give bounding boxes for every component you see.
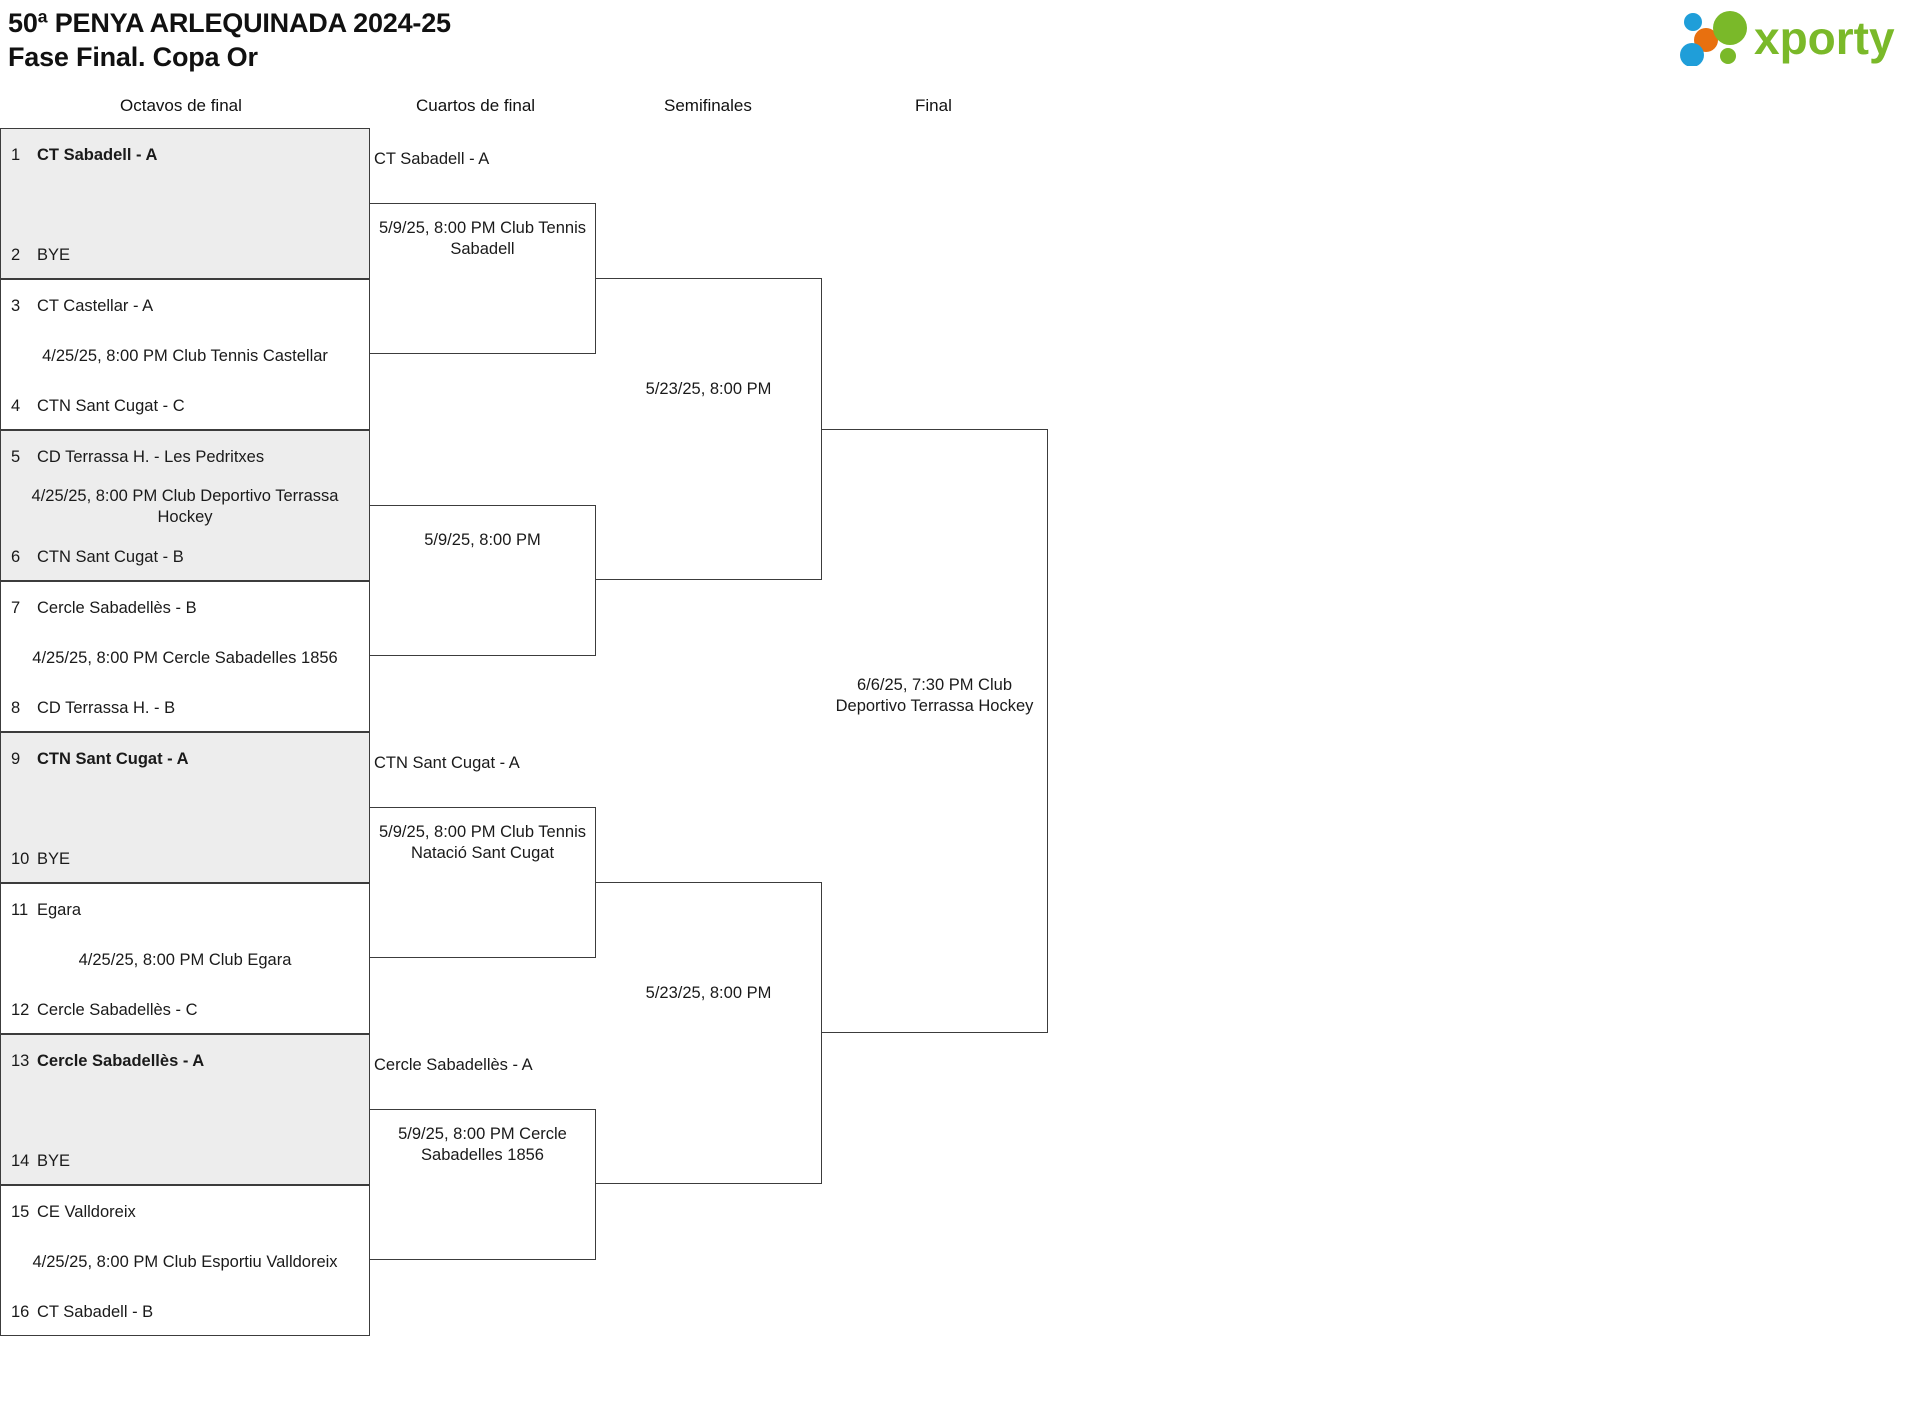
team-name: CT Sabadell - A	[37, 146, 158, 164]
r1-m8-info: 4/25/25, 8:00 PM Club Esportiu Valldorei…	[32, 1253, 338, 1271]
team-name: CE Valldoreix	[37, 1203, 136, 1221]
r1-m2-top-slot[interactable]: 3 CT Castellar - A	[11, 297, 363, 316]
logo-dot-green-big	[1713, 11, 1747, 45]
seed-number: 12	[11, 1001, 30, 1019]
seed-number: 4	[11, 397, 21, 415]
seed-number: 5	[11, 448, 21, 466]
team-name: Cercle Sabadellès - B	[37, 599, 197, 617]
r1-m4-top-slot[interactable]: 7 Cercle Sabadellès - B	[11, 599, 363, 618]
seed-number: 6	[11, 548, 21, 566]
seed-number: 2	[11, 246, 21, 264]
team-name: Cercle Sabadellès - C	[37, 1001, 198, 1019]
r3-match-1[interactable]: 5/23/25, 8:00 PM	[596, 278, 822, 580]
team-name: BYE	[37, 1152, 71, 1170]
seed-number: 13	[11, 1052, 30, 1070]
round-header-octavos: Octavos de final	[120, 96, 242, 115]
r1-match-7[interactable]: 13 Cercle Sabadellès - A 14 BYE	[0, 1034, 370, 1185]
seed-number: 3	[11, 297, 21, 315]
r1-m6-top-slot[interactable]: 11 Egara	[11, 901, 363, 920]
logo-dot-green-small	[1720, 48, 1736, 64]
r2-m3-advancer: CTN Sant Cugat - A	[374, 754, 520, 772]
r1-match-4[interactable]: 7 Cercle Sabadellès - B 4/25/25, 8:00 PM …	[0, 581, 370, 732]
team-name: CTN Sant Cugat - C	[37, 397, 185, 415]
team-name: BYE	[37, 246, 71, 264]
r2-m4-advancer: Cercle Sabadellès - A	[374, 1056, 533, 1074]
r2-m4-info: 5/9/25, 8:00 PM Cercle Sabadelles 1856	[398, 1125, 567, 1164]
r1-m3-bottom-slot[interactable]: 6 CTN Sant Cugat - B	[11, 548, 363, 567]
r2-match-2[interactable]: 5/9/25, 8:00 PM	[370, 505, 596, 656]
xporty-logo[interactable]: xporty	[1676, 8, 1906, 66]
r2-m2-info: 5/9/25, 8:00 PM	[424, 531, 541, 549]
xporty-logo-svg: xporty	[1680, 11, 1895, 66]
r1-m8-bottom-slot[interactable]: 16 CT Sabadell - B	[11, 1303, 363, 1322]
logo-dot-blue-bottom	[1680, 43, 1704, 66]
team-name: Cercle Sabadellès - A	[37, 1052, 205, 1070]
r1-m4-bottom-slot[interactable]: 8 CD Terrassa H. - B	[11, 699, 363, 718]
r1-match-2[interactable]: 3 CT Castellar - A 4/25/25, 8:00 PM Club …	[0, 279, 370, 430]
r3-m2-info: 5/23/25, 8:00 PM	[645, 984, 772, 1002]
seed-number: 1	[11, 146, 21, 164]
r1-m7-bottom-slot[interactable]: 14 BYE	[11, 1152, 363, 1171]
team-name: CD Terrassa H. - B	[37, 699, 176, 717]
round-header-semifinales: Semifinales	[664, 96, 752, 115]
r1-m1-bottom-slot[interactable]: 2 BYE	[11, 246, 363, 265]
team-name: CTN Sant Cugat - A	[37, 750, 189, 768]
r2-m3-info: 5/9/25, 8:00 PM Club Tennis Natació Sant…	[379, 823, 586, 862]
r1-m7-top-slot[interactable]: 13 Cercle Sabadellès - A	[11, 1052, 363, 1071]
seed-number: 9	[11, 750, 21, 768]
r2-m1-info: 5/9/25, 8:00 PM Club Tennis Sabadell	[379, 219, 586, 258]
r1-m6-info: 4/25/25, 8:00 PM Club Egara	[78, 951, 292, 969]
r3-match-2[interactable]: 5/23/25, 8:00 PM	[596, 882, 822, 1184]
r2-match-1[interactable]: 5/9/25, 8:00 PM Club Tennis Sabadell	[370, 203, 596, 354]
seed-number: 11	[11, 901, 29, 919]
logo-dot-orange	[1694, 28, 1718, 52]
r4-m1-info: 6/6/25, 7:30 PM Club Deportivo Terrassa …	[835, 676, 1034, 715]
r1-m5-top-slot[interactable]: 9 CTN Sant Cugat - A	[11, 750, 363, 769]
page-title: 50ª PENYA ARLEQUINADA 2024-25 Fase Final…	[8, 6, 1108, 74]
r1-match-5[interactable]: 9 CTN Sant Cugat - A 10 BYE	[0, 732, 370, 883]
logo-dot-blue-top	[1684, 13, 1702, 31]
team-name: CTN Sant Cugat - B	[37, 548, 184, 566]
logo-wordmark: xporty	[1754, 12, 1895, 64]
seed-number: 10	[11, 850, 30, 868]
seed-number: 15	[11, 1203, 30, 1221]
r3-m1-info: 5/23/25, 8:00 PM	[645, 380, 772, 398]
team-name: BYE	[37, 850, 71, 868]
r1-m5-bottom-slot[interactable]: 10 BYE	[11, 850, 363, 869]
round-header-final: Final	[915, 96, 952, 115]
r1-m2-bottom-slot[interactable]: 4 CTN Sant Cugat - C	[11, 397, 363, 416]
round-header-cuartos: Cuartos de final	[416, 96, 536, 115]
title-line-2: Fase Final. Copa Or	[8, 42, 258, 72]
team-name: CT Sabadell - B	[37, 1303, 154, 1321]
team-name: CT Castellar - A	[37, 297, 154, 315]
r1-match-3[interactable]: 5 CD Terrassa H. - Les Pedritxes 4/25/25,…	[0, 430, 370, 581]
r1-m3-top-slot[interactable]: 5 CD Terrassa H. - Les Pedritxes	[11, 448, 363, 467]
r2-m1-advancer: CT Sabadell - A	[374, 150, 490, 168]
r1-m8-top-slot[interactable]: 15 CE Valldoreix	[11, 1203, 363, 1222]
r1-m6-bottom-slot[interactable]: 12 Cercle Sabadellès - C	[11, 1001, 363, 1020]
team-name: CD Terrassa H. - Les Pedritxes	[37, 448, 265, 466]
r1-match-1[interactable]: 1 CT Sabadell - A 2 BYE	[0, 128, 370, 279]
r2-match-3[interactable]: 5/9/25, 8:00 PM Club Tennis Natació Sant…	[370, 807, 596, 958]
seed-number: 16	[11, 1303, 30, 1321]
r4-match-1[interactable]: 6/6/25, 7:30 PM Club Deportivo Terrassa …	[822, 429, 1048, 1033]
team-name: Egara	[37, 901, 82, 919]
r1-match-8[interactable]: 15 CE Valldoreix 4/25/25, 8:00 PM Club Es…	[0, 1185, 370, 1336]
seed-number: 14	[11, 1152, 30, 1170]
r1-m2-info: 4/25/25, 8:00 PM Club Tennis Castellar	[42, 347, 328, 365]
r1-m4-info: 4/25/25, 8:00 PM Cercle Sabadelles 1856	[32, 649, 338, 667]
r1-m3-info: 4/25/25, 8:00 PM Club Deportivo Terrassa…	[31, 487, 339, 526]
seed-number: 8	[11, 699, 21, 717]
seed-number: 7	[11, 599, 21, 617]
title-line-1: 50ª PENYA ARLEQUINADA 2024-25	[8, 8, 451, 38]
r1-match-6[interactable]: 11 Egara 4/25/25, 8:00 PM Club Egara 12 Ce…	[0, 883, 370, 1034]
r2-match-4[interactable]: 5/9/25, 8:00 PM Cercle Sabadelles 1856	[370, 1109, 596, 1260]
r1-m1-top-slot[interactable]: 1 CT Sabadell - A	[11, 146, 363, 165]
